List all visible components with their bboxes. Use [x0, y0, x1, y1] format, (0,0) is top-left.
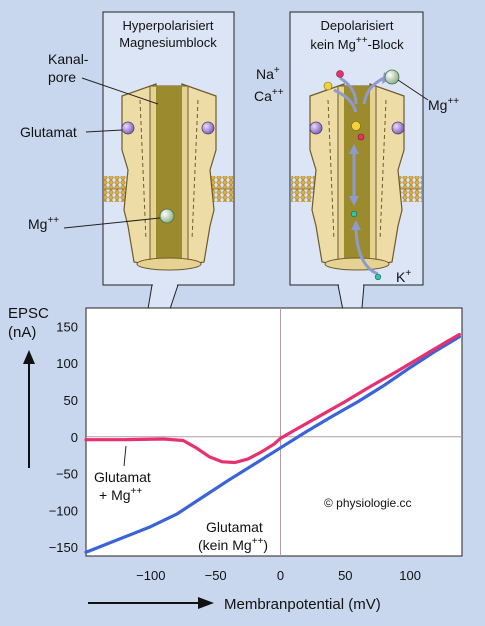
label-na: Na+	[256, 65, 280, 82]
y-axis-arrowhead	[23, 350, 35, 364]
arrowhead	[349, 144, 359, 154]
series-line-no-mg	[84, 335, 461, 554]
y-tick-label: 50	[64, 393, 78, 408]
x-tick-label: −100	[136, 568, 165, 583]
plot-area	[85, 307, 463, 557]
label-k: K+	[396, 268, 411, 285]
glutamate-icon	[121, 121, 135, 135]
potassium-ion-icon	[374, 273, 382, 281]
panel-depolarized: Depolarisiert kein Mg++-Block	[289, 11, 424, 377]
calcium-ion-icon	[351, 121, 361, 131]
label-glutamate: Glutamat	[20, 124, 77, 140]
y-axis-label-line2: (nA)	[8, 324, 36, 341]
y-tick-label: −150	[49, 540, 78, 555]
panel-title-line1: Depolarisiert	[321, 18, 394, 33]
glutamate-icon	[201, 121, 215, 135]
series-label-with-mg-line2: + Mg++	[99, 486, 142, 503]
glutamate-icon	[391, 121, 405, 135]
y-tick-label: 150	[56, 319, 78, 334]
y-tick-labels: 150 100 50 0 −50 −100 −150	[49, 319, 78, 555]
leader-line	[397, 79, 429, 101]
mg-efflux-arrow	[362, 76, 385, 105]
na-influx-arrow	[339, 76, 358, 105]
x-tick-label: 50	[338, 568, 352, 583]
panel-title-line2: kein Mg++-Block	[310, 35, 404, 52]
pore-outline-dashes	[139, 99, 199, 241]
label-ca: Ca++	[254, 87, 284, 104]
panel-title-line2: Magnesiumblock	[119, 35, 217, 50]
leader-line	[63, 217, 161, 229]
x-tick-labels: −100 −50 0 50 100	[136, 568, 421, 583]
zero-axis-lines	[86, 308, 462, 556]
x-tick-label: 0	[277, 568, 284, 583]
magnesium-ion-icon	[384, 69, 400, 85]
panel-title-line1: Hyperpolarisiert	[122, 18, 213, 33]
sodium-ion-icon	[336, 70, 344, 78]
channel-base	[136, 257, 202, 271]
series-layer	[84, 332, 461, 554]
series-label-with-mg-line1: Glutamat	[94, 469, 151, 485]
glutamate-icon	[309, 121, 323, 135]
channel-base	[324, 257, 390, 271]
leader-line	[85, 129, 123, 133]
arrowhead	[351, 220, 361, 230]
x-axis-arrowhead	[198, 597, 214, 609]
ca-influx-arrow	[333, 88, 358, 113]
callout-joint	[339, 283, 363, 286]
label-channel-pore-line2: pore	[48, 69, 76, 85]
channel-pore	[156, 86, 182, 262]
panel-hyperpolarized: Hyperpolarisiert Magnesiumblock	[102, 11, 235, 441]
arrowhead	[349, 196, 359, 206]
y-tick-label: −100	[49, 503, 78, 518]
x-axis-label: Membranpotential (mV)	[224, 596, 381, 613]
y-tick-label: 0	[71, 430, 78, 445]
leader-line	[123, 445, 127, 467]
callout-joint	[153, 283, 177, 286]
x-tick-label: −50	[205, 568, 227, 583]
pore-outline-dashes	[327, 99, 387, 241]
label-mg-left: Mg++	[28, 215, 59, 232]
calcium-ion-icon	[323, 81, 333, 91]
series-line-with-mg	[84, 332, 461, 465]
potassium-ion-icon	[350, 210, 358, 218]
x-tick-label: 100	[399, 568, 421, 583]
leader-line	[81, 77, 159, 105]
magnesium-ion-icon	[159, 208, 175, 224]
y-tick-label: 100	[56, 356, 78, 371]
y-axis-label-line1: EPSC	[8, 305, 49, 322]
y-tick-label: −50	[56, 467, 78, 482]
label-channel-pore-line1: Kanal-	[48, 51, 89, 67]
k-efflux-arrow	[354, 225, 379, 276]
sodium-ion-icon	[357, 133, 365, 141]
copyright-notice: © physiologie.cc	[324, 496, 412, 510]
series-label-no-mg-line1: Glutamat	[206, 519, 263, 535]
series-label-no-mg-line2: (kein Mg++)	[198, 536, 268, 553]
label-mg-right: Mg++	[428, 96, 459, 113]
